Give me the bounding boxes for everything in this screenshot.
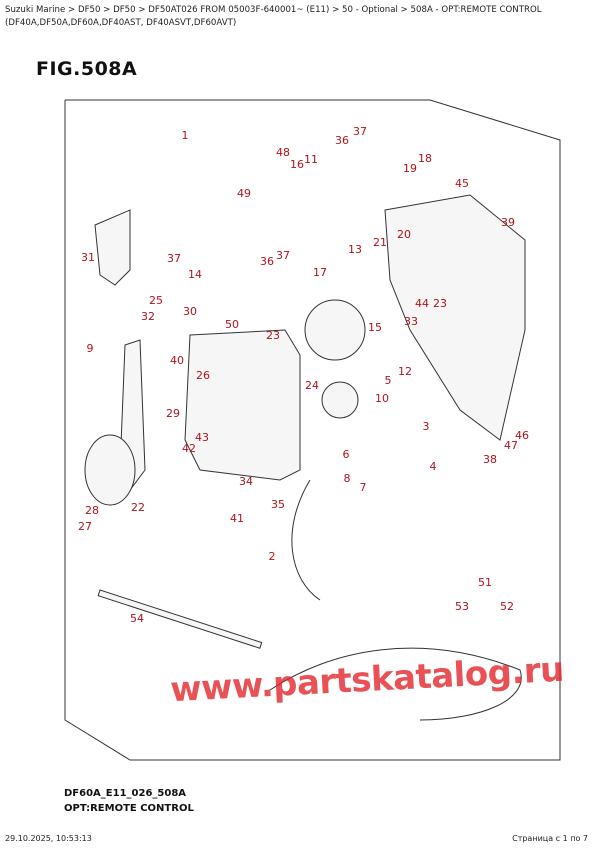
callout-24: 24	[305, 379, 319, 392]
callout-18: 18	[418, 152, 432, 165]
cover-plate	[384, 194, 526, 441]
callout-15: 15	[368, 321, 382, 334]
callout-40: 40	[170, 354, 184, 367]
callout-21: 21	[373, 236, 387, 249]
callout-23: 23	[266, 329, 280, 342]
callout-20: 20	[397, 228, 411, 241]
callout-5: 5	[385, 374, 392, 387]
callout-52: 52	[500, 600, 514, 613]
callout-19: 19	[403, 162, 417, 175]
callout-51: 51	[478, 576, 492, 589]
callout-37: 37	[276, 249, 290, 262]
callout-43: 43	[195, 431, 209, 444]
remote-control-housing	[184, 329, 301, 481]
diagram-caption: OPT:REMOTE CONTROL	[64, 803, 194, 814]
callout-27: 27	[78, 520, 92, 533]
part-drawings	[84, 194, 526, 721]
callout-36: 36	[335, 134, 349, 147]
callout-12: 12	[398, 365, 412, 378]
callout-1: 1	[182, 129, 189, 142]
callout-7: 7	[360, 481, 367, 494]
diagram-frame	[64, 99, 561, 761]
callout-4: 4	[430, 460, 437, 473]
callout-16: 16	[290, 158, 304, 171]
callout-3: 3	[423, 420, 430, 433]
lever-hub	[84, 434, 136, 506]
callout-36: 36	[260, 255, 274, 268]
callout-28: 28	[85, 504, 99, 517]
callout-13: 13	[348, 243, 362, 256]
callout-42: 42	[182, 442, 196, 455]
breadcrumb[interactable]: Suzuki Marine > DF50 > DF50 > DF50AT026 …	[5, 5, 542, 28]
callout-31: 31	[81, 251, 95, 264]
callout-38: 38	[483, 453, 497, 466]
buzzer	[321, 381, 359, 419]
print-date: 29.10.2025, 10:53:13	[5, 834, 92, 843]
callout-29: 29	[166, 407, 180, 420]
callout-8: 8	[344, 472, 351, 485]
callout-49: 49	[237, 187, 251, 200]
callout-25: 25	[149, 294, 163, 307]
callout-14: 14	[188, 268, 202, 281]
callout-6: 6	[343, 448, 350, 461]
diagram-code: DF60A_E11_026_508A	[64, 788, 187, 799]
gear-plate	[304, 299, 366, 361]
callout-26: 26	[196, 369, 210, 382]
callout-48: 48	[276, 146, 290, 159]
callout-53: 53	[455, 600, 469, 613]
callout-2: 2	[269, 550, 276, 563]
callout-39: 39	[501, 216, 515, 229]
wire-lead	[291, 479, 321, 601]
callout-46: 46	[515, 429, 529, 442]
callout-10: 10	[375, 392, 389, 405]
callout-35: 35	[271, 498, 285, 511]
wiring-harness	[269, 647, 522, 721]
callout-11: 11	[304, 153, 318, 166]
callout-41: 41	[230, 512, 244, 525]
page-counter: Страница с 1 по 7	[512, 834, 588, 843]
callout-50: 50	[225, 318, 239, 331]
callout-23: 23	[433, 297, 447, 310]
callout-44: 44	[415, 297, 429, 310]
callout-37: 37	[353, 125, 367, 138]
callout-32: 32	[141, 310, 155, 323]
callout-30: 30	[183, 305, 197, 318]
callout-9: 9	[87, 342, 94, 355]
callout-33: 33	[404, 315, 418, 328]
lever-handle	[94, 209, 131, 286]
callout-22: 22	[131, 501, 145, 514]
callout-47: 47	[504, 439, 518, 452]
cable	[97, 589, 263, 649]
callout-45: 45	[455, 177, 469, 190]
figure-title: FIG.508A	[36, 58, 138, 80]
callout-54: 54	[130, 612, 144, 625]
callout-34: 34	[239, 475, 253, 488]
callout-17: 17	[313, 266, 327, 279]
callout-37: 37	[167, 252, 181, 265]
